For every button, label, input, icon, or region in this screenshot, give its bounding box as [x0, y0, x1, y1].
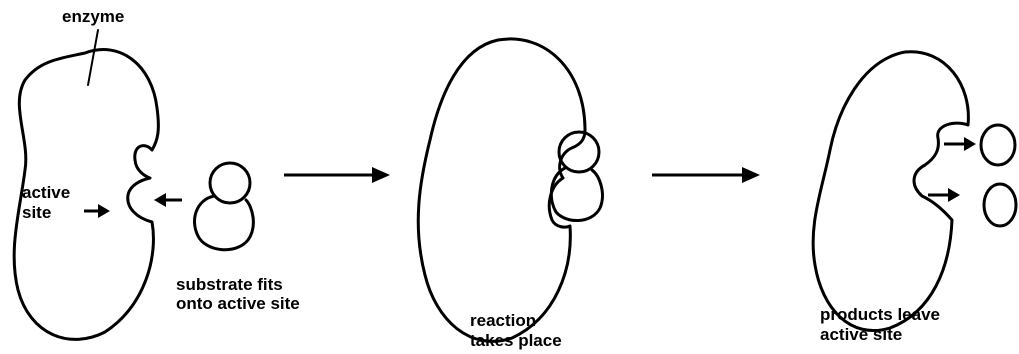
product-1 [979, 123, 1017, 167]
active-site-label-line1: active [22, 183, 70, 202]
products-label-line2: active site [820, 325, 902, 344]
substrate-bottom-blob [193, 194, 255, 252]
bound-substrate-bottom [549, 166, 604, 222]
products [979, 123, 1018, 228]
process-arrow-1 [284, 167, 390, 183]
reaction-label-line2: takes place [470, 331, 562, 350]
substrate [193, 161, 255, 252]
active-site-label-line2: site [22, 203, 51, 222]
product-2-leave-arrow [928, 188, 960, 202]
enzyme-body-2 [416, 37, 587, 343]
substrate-approach-arrow [154, 193, 182, 207]
active-site-arrow [84, 204, 110, 218]
substrate-label-line1: substrate fits [176, 275, 283, 294]
enzyme-label: enzyme [62, 7, 124, 26]
process-arrow-2 [652, 167, 760, 183]
substrate-label-line2: onto active site [176, 294, 300, 313]
enzyme-body-1 [12, 48, 160, 341]
product-2 [982, 182, 1018, 228]
products-label-line1: products leave [820, 305, 940, 324]
bound-substrate [549, 130, 604, 222]
substrate-top-circle [208, 161, 252, 205]
stage-3: products leave active site [811, 50, 1018, 344]
reaction-label-line1: reaction [470, 311, 536, 330]
stage-2: reaction takes place [416, 37, 604, 350]
stage-1: enzyme active site substrate fits onto a… [12, 7, 300, 341]
product-1-leave-arrow [944, 137, 976, 151]
enzyme-pointer-line [87, 29, 99, 86]
enzyme-body-3 [811, 50, 970, 332]
bound-substrate-top [557, 130, 601, 174]
